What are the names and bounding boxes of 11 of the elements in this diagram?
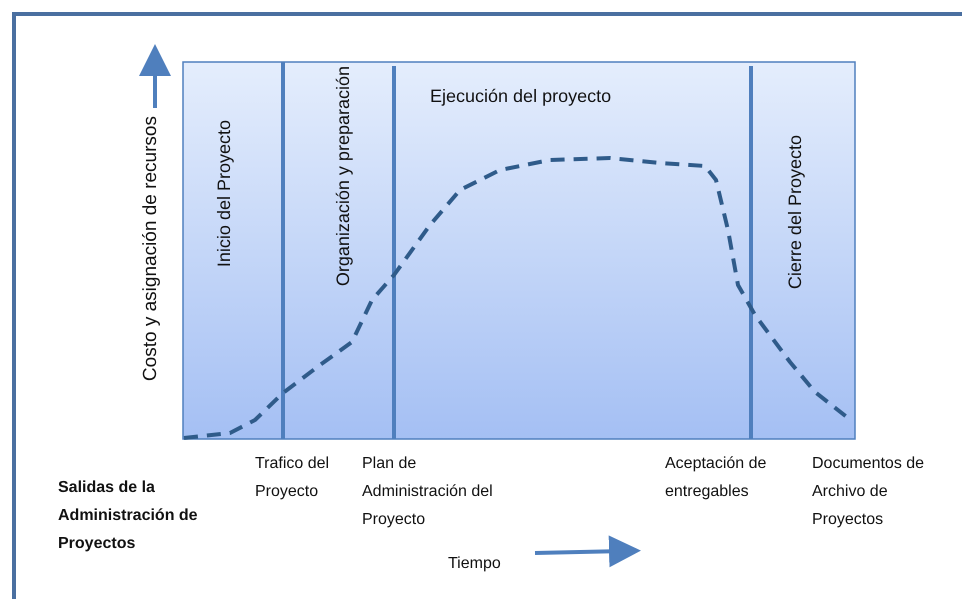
axis-label: Tiempo <box>448 554 501 574</box>
phase-label: Inicio del Proyecto <box>214 120 235 268</box>
phase-label: Ejecución del proyecto <box>430 86 612 107</box>
phase-label: Organización y preparación <box>333 66 354 286</box>
output-label: Documentos de Archivo de Proyectos <box>812 454 926 530</box>
output-label: Aceptación de entregables <box>665 454 768 502</box>
output-label: Plan de Administración del Proyecto <box>362 454 494 530</box>
axis-label: Costo y asignación de recursos <box>140 116 162 382</box>
phase-label: Cierre del Proyecto <box>785 135 806 290</box>
output-label: Trafico del Proyecto <box>255 454 330 502</box>
row-heading: Salidas de la Administración de Proyectos <box>58 478 199 554</box>
